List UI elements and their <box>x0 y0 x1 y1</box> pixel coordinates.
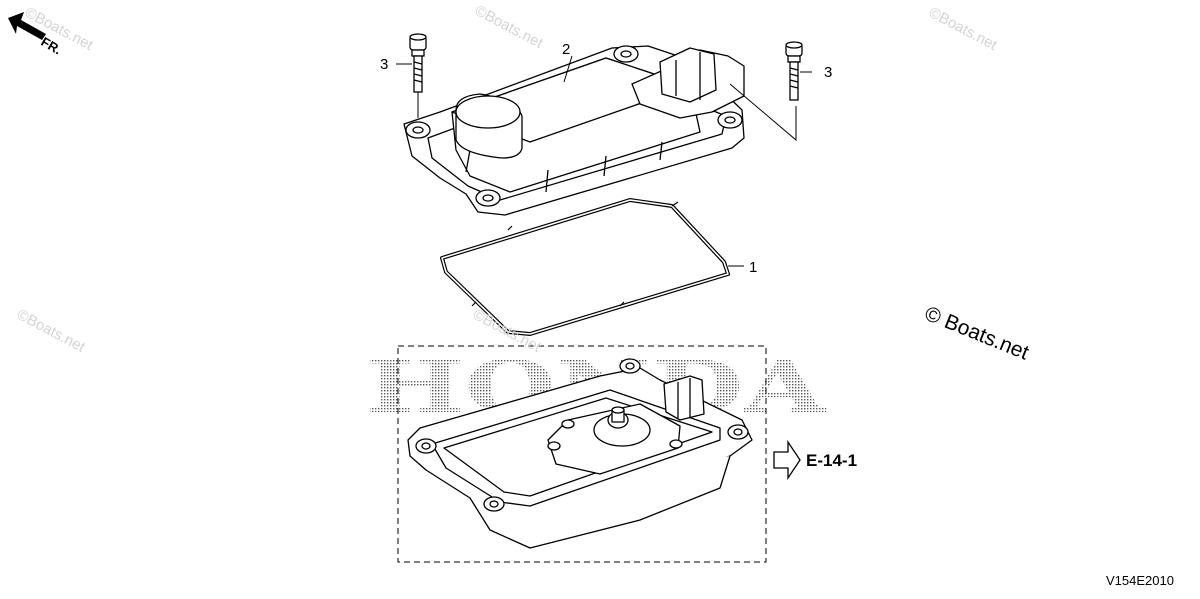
front-arrow-icon <box>8 12 46 40</box>
reference-assembly-box <box>397 345 767 563</box>
callout-cover: 2 <box>562 41 571 58</box>
gasket-part-1 <box>440 198 730 336</box>
callout-gasket: 1 <box>749 259 758 276</box>
leader-lines <box>396 55 812 267</box>
diagram-code: V154E2010 <box>1106 573 1174 588</box>
callout-bolt-left: 3 <box>380 56 389 73</box>
motor-housing <box>407 358 753 549</box>
bolt-right-part-3 <box>785 41 803 101</box>
reference-label: E-14-1 <box>806 451 858 470</box>
callout-bolt-right: 3 <box>824 64 833 81</box>
control-cover-part-2 <box>403 45 745 216</box>
reference-arrow-icon <box>773 439 801 481</box>
bolt-left-part-3 <box>409 33 427 118</box>
